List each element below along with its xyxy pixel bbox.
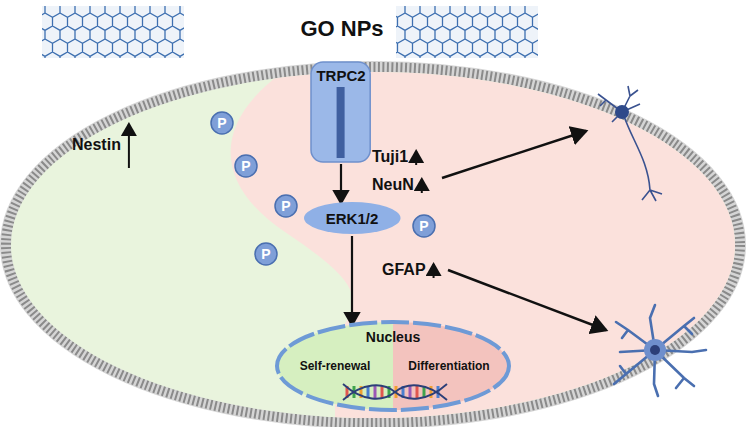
cytoplasm-pink bbox=[231, 60, 753, 427]
ion-channel: TRPC2 bbox=[311, 62, 370, 162]
astrocyte-icon bbox=[614, 305, 706, 396]
nucleus-region: Self-renewal bbox=[298, 358, 373, 374]
marker-label: Tuji1 bbox=[372, 148, 408, 166]
circle-fill bbox=[255, 243, 277, 265]
nuclear-envelope bbox=[277, 322, 509, 410]
signal-arrow bbox=[351, 236, 353, 325]
phosphate-circle: P bbox=[412, 214, 436, 238]
kinase-ellipse: ERK1/2 bbox=[304, 202, 401, 234]
channel-pore bbox=[337, 87, 345, 158]
differentiation-arrow bbox=[448, 270, 606, 330]
node-label: TRPC2 bbox=[316, 67, 365, 84]
up-arrow bbox=[433, 264, 435, 278]
node-label: P bbox=[241, 158, 250, 174]
up-arrow bbox=[421, 179, 423, 193]
circle-fill bbox=[275, 195, 297, 217]
phosphate-circle: P bbox=[234, 154, 258, 178]
node-label: Differentiation bbox=[408, 359, 489, 373]
phosphate-circle: P bbox=[210, 111, 234, 135]
circle-fill bbox=[235, 155, 257, 177]
ellipse-fill bbox=[304, 202, 401, 234]
circle-fill bbox=[211, 112, 233, 134]
node-label: Nucleus bbox=[366, 329, 420, 345]
phosphate-circle: P bbox=[254, 242, 278, 266]
circle-fill bbox=[413, 215, 435, 237]
marker-label: Nestin bbox=[72, 136, 121, 154]
node-label: P bbox=[261, 246, 270, 262]
node-label: P bbox=[419, 218, 428, 234]
node-label: Self-renewal bbox=[300, 359, 371, 373]
phosphate-circle: P bbox=[274, 194, 298, 218]
node-label: ERK1/2 bbox=[326, 210, 379, 227]
up-arrow bbox=[128, 124, 130, 168]
neuron-icon bbox=[598, 86, 662, 201]
signal-arrow bbox=[340, 164, 342, 203]
marker-label: GFAP bbox=[382, 261, 426, 279]
nucleus-ellipse: NucleusSelf-renewal Differentiation bbox=[275, 320, 511, 412]
nucleus-region: Differentiation bbox=[406, 358, 491, 374]
differentiation-arrow bbox=[442, 131, 586, 178]
node-label: P bbox=[217, 115, 226, 131]
up-arrow bbox=[415, 151, 417, 165]
marker-label: NeuN bbox=[372, 176, 414, 194]
node-label: P bbox=[281, 198, 290, 214]
channel-body bbox=[311, 62, 370, 162]
graphene-sheet bbox=[42, 6, 184, 58]
graphene-sheet bbox=[396, 6, 538, 58]
dna-helix bbox=[343, 384, 447, 400]
title: GO NPs bbox=[300, 16, 383, 42]
